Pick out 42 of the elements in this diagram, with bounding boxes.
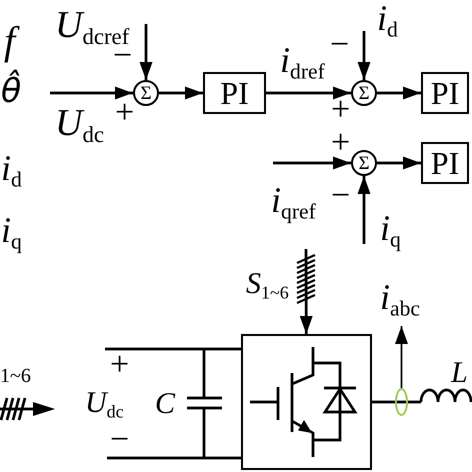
arrow (300, 249, 313, 334)
signal-label: i$_{d}$ (377, 0, 398, 42)
arrow (358, 31, 370, 80)
signal-label: 1~6 (0, 366, 31, 386)
summing-junction: Σ (133, 80, 159, 106)
signal-label: f (0, 14, 24, 66)
arrow (159, 86, 203, 100)
arrow (377, 86, 421, 100)
signal-label: θ̂ (0, 68, 22, 112)
arrow (140, 24, 152, 80)
component-label: C (154, 386, 176, 422)
polarity-sign: − (331, 179, 350, 214)
pi-controller-block: PI (421, 72, 469, 114)
signal-label: i$_{dref}$ (280, 42, 325, 83)
summing-junction: Σ (351, 150, 377, 176)
arrow (266, 86, 351, 100)
arrow (395, 326, 408, 388)
current-sensor-ring (395, 388, 408, 416)
signal-label: i$_{q}$ (380, 210, 401, 251)
polarity-sign: + (331, 126, 350, 160)
polarity-sign: + (110, 348, 130, 382)
pi-controller-block: PI (421, 142, 469, 184)
signal-label: U$_{dc}$ (55, 104, 104, 147)
arrow (358, 176, 370, 244)
polarity-sign: − (330, 28, 350, 62)
pi-controller-block: PI (203, 72, 266, 114)
polarity-sign: − (110, 423, 130, 458)
voltage-label: U$_{dc}$ (85, 388, 124, 420)
polarity-sign: + (331, 93, 350, 128)
polarity-sign: + (115, 96, 134, 130)
arrow (50, 86, 133, 100)
summing-junction: Σ (351, 80, 377, 106)
signal-label: i$_{d}$ (1, 150, 22, 191)
signal-label: i$_{qref}$ (271, 182, 316, 223)
arrow (377, 156, 421, 170)
inverter-box (241, 334, 372, 470)
component-label: L (450, 354, 469, 391)
wire (372, 400, 395, 404)
signal-label: S$_{1~6}$ (246, 268, 289, 302)
signal-label: i$_{abc}$ (380, 278, 420, 320)
arrow (273, 156, 351, 170)
signal-label: i$_{q}$ (1, 212, 22, 253)
